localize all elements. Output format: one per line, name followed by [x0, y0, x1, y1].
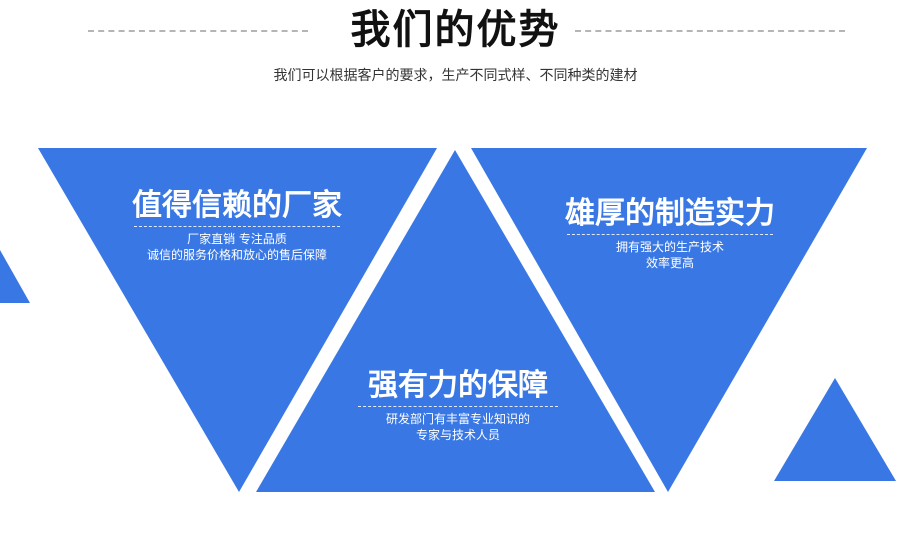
feature-title: 雄厚的制造实力 [565, 196, 775, 231]
feature-title: 值得信赖的厂家 [132, 188, 342, 223]
left-edge-triangle [0, 250, 30, 303]
feature-desc-line: 研发部门有丰富专业知识的 [385, 412, 530, 426]
feature-title: 强有力的保障 [368, 368, 548, 403]
feature-strong-guarantee: 强有力的保障 研发部门有丰富专业知识的 专家与技术人员 [350, 368, 566, 443]
title-dash-left [88, 30, 308, 32]
small-triangle-right [774, 378, 896, 481]
feature-manufacturing-strength: 雄厚的制造实力 拥有强大的生产技术 效率更高 [555, 196, 785, 271]
title-dash-right [575, 30, 845, 32]
feature-desc-line: 专家与技术人员 [415, 428, 500, 442]
feature-trusted-manufacturer: 值得信赖的厂家 厂家直销 专注品质 诚信的服务价格和放心的售后保障 [124, 188, 350, 263]
feature-desc-line: 厂家直销 专注品质 [187, 232, 287, 246]
feature-divider [358, 406, 558, 407]
feature-desc-line: 拥有强大的生产技术 [615, 240, 724, 254]
feature-desc-line: 诚信的服务价格和放心的售后保障 [146, 248, 327, 262]
feature-divider [567, 234, 773, 235]
section-subtitle: 我们可以根据客户的要求，生产不同式样、不同种类的建材 [273, 68, 638, 84]
section-title: 我们的优势 [350, 7, 561, 53]
feature-divider [134, 226, 340, 227]
feature-desc-line: 效率更高 [645, 256, 694, 270]
triangle-down-left [38, 148, 437, 492]
